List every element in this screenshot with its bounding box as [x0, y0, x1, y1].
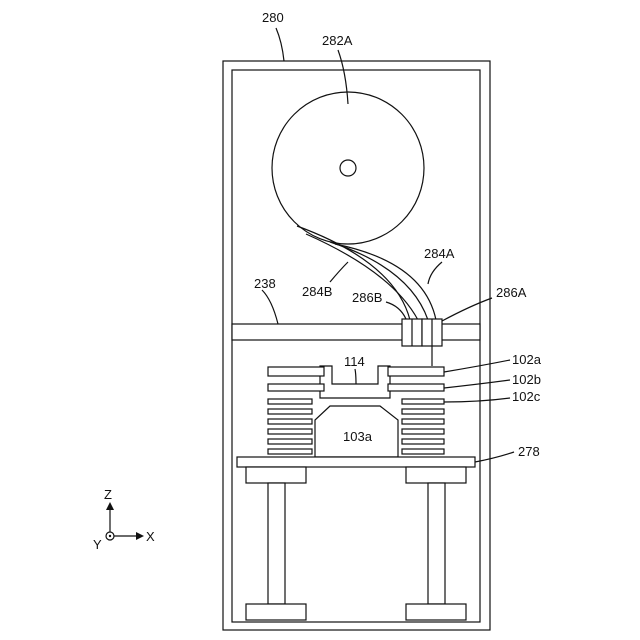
axis-label-z: Z [104, 487, 112, 502]
label-114: 114 [344, 354, 365, 369]
label-103a: 103a [343, 429, 373, 444]
label-278: 278 [518, 444, 540, 459]
right-column-cap [406, 467, 466, 483]
plate-238 [232, 324, 480, 340]
right-layer-8 [402, 449, 444, 454]
left-column [268, 483, 285, 604]
left-layer-4 [268, 409, 312, 414]
reel-disk [272, 92, 424, 244]
left-column-cap [246, 467, 306, 483]
right-layer-5 [402, 419, 444, 424]
label-284b: 284B [302, 284, 332, 299]
left-layer-6 [268, 429, 312, 434]
right-layer-6 [402, 429, 444, 434]
label-282a: 282A [322, 33, 353, 48]
x-axis-arrowhead [136, 532, 144, 540]
axis-label-x: X [146, 529, 155, 544]
label-238: 238 [254, 276, 276, 291]
label-102a: 102a [512, 352, 542, 367]
label-286a: 286A [496, 285, 527, 300]
base-plate-body [237, 457, 475, 467]
left-layer-5 [268, 419, 312, 424]
axis-label-y: Y [93, 537, 102, 552]
z-axis-arrowhead [106, 502, 114, 510]
plate-body [232, 324, 480, 340]
reel [272, 92, 424, 244]
right-layer-102c [402, 399, 444, 404]
right-column [428, 483, 445, 604]
right-layer-7 [402, 439, 444, 444]
left-layer-7 [268, 439, 312, 444]
label-286b: 286B [352, 290, 382, 305]
right-column-foot [406, 604, 466, 620]
label-102b: 102b [512, 372, 541, 387]
label-284a: 284A [424, 246, 455, 261]
left-layer-2 [268, 384, 324, 391]
y-axis-dot [109, 535, 111, 537]
right-layer-102a [388, 367, 444, 376]
left-layer-1 [268, 367, 324, 376]
left-column-foot [246, 604, 306, 620]
right-layer-4 [402, 409, 444, 414]
label-280: 280 [262, 10, 284, 25]
right-layer-102b [388, 384, 444, 391]
label-102c: 102c [512, 389, 541, 404]
leader-280 [276, 28, 284, 61]
base-plate-278 [237, 457, 475, 467]
coordinate-axes: Z Y X [93, 487, 155, 552]
left-layer-3 [268, 399, 312, 404]
left-layer-8 [268, 449, 312, 454]
